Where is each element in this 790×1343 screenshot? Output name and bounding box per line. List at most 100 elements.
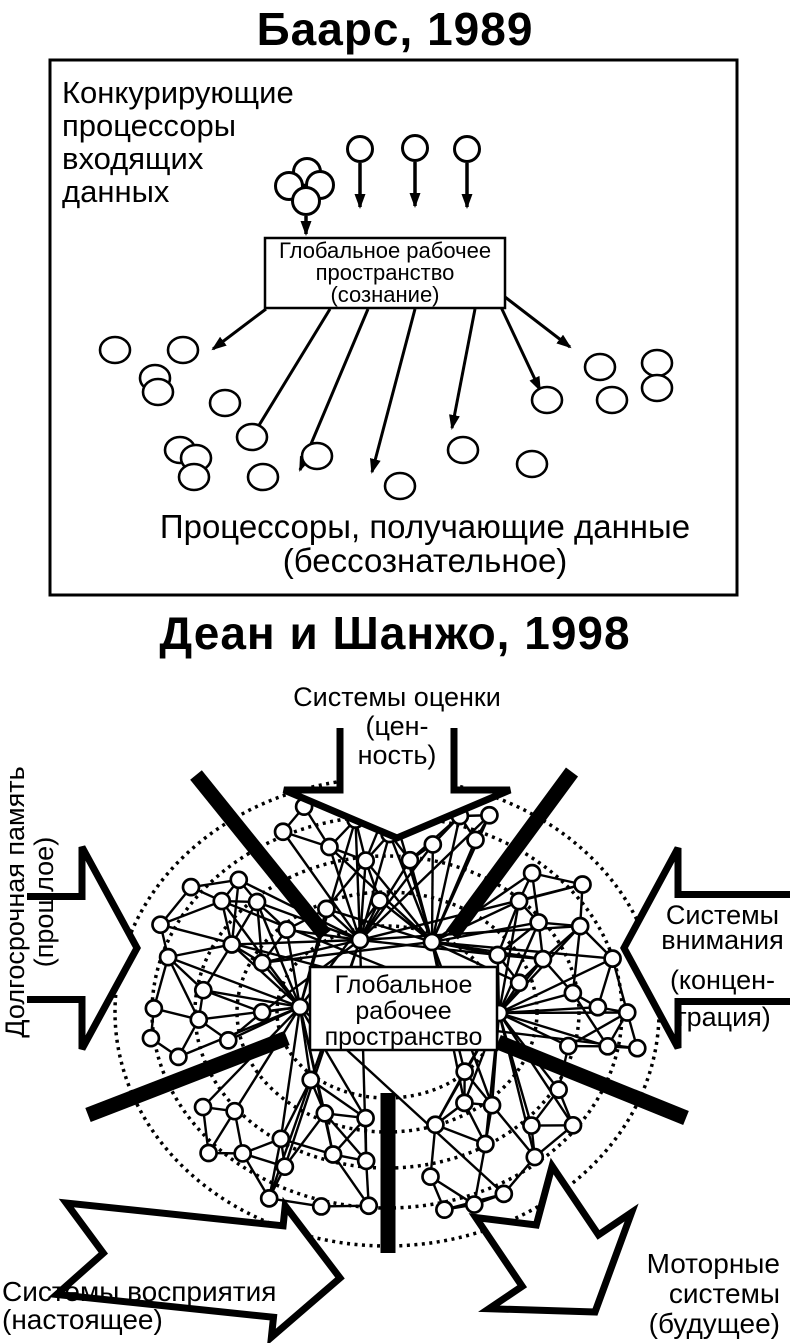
network-node [627,1038,647,1058]
network-node [563,983,583,1003]
network-node [522,863,542,883]
network-node [356,1108,375,1128]
network-edge [491,1104,536,1158]
network-edge [431,940,520,984]
network-node [252,953,272,973]
global-workspace-box-label: Глобальное рабочее пространство [324,971,483,1051]
network-edge [167,943,233,959]
network-node [549,1080,568,1099]
network-edge [282,831,361,941]
network-node [158,947,178,967]
network-edge [279,1079,312,1140]
network-edge [571,992,609,1047]
network-edge [388,833,434,943]
network-node [218,1031,238,1050]
network-edge [430,844,435,943]
network-edge [430,815,462,943]
network-edge [497,1012,575,1126]
network-edge [431,921,539,944]
broadcast-arrow [504,295,572,349]
network-node [529,913,548,932]
network-node [522,1116,541,1135]
network-edge [434,1071,466,1126]
network-node [558,1036,578,1056]
network-node [603,949,622,968]
network-node [275,1157,295,1177]
network-node [563,1115,583,1135]
global-workspace-box [308,965,499,1052]
separator-bar [445,767,579,940]
network-node [320,837,339,857]
input-processor-node [453,135,481,163]
perception-systems-label: Системы восприятия (настоящее) [2,1276,277,1335]
network-node [588,997,608,1017]
receiving-processor-node [246,462,280,492]
network-node [193,980,213,1000]
network-edge [496,954,501,1014]
broadcast-arrow [498,304,542,392]
network-node [323,1145,343,1164]
network-edge [255,901,264,963]
network-edge [166,956,200,1021]
network-edge [571,926,582,994]
network-edge [202,989,263,1014]
workspace-consciousness-box [263,236,507,310]
network-edge [160,899,223,926]
network-edge [202,1006,301,1108]
network-node [356,1151,376,1171]
network-edge [198,1005,301,1021]
long-term-memory-label: Долгосрочная память (прошлое) [0,766,59,1038]
network-edge [227,1005,301,1042]
network-node [525,1147,545,1167]
network-edge [497,900,521,1014]
separator-bar [85,1031,290,1122]
broadcast-arrow [449,308,477,430]
network-node [277,920,297,939]
evaluation-arrow [282,728,512,842]
broadcast-arrow [369,308,417,474]
network-node [151,915,170,935]
network-node [464,1195,484,1214]
network-edge [203,988,301,1009]
network-node [141,1028,161,1048]
network-node [480,805,499,825]
dehaene-diagram [27,728,790,1343]
separator-bar [495,1035,689,1125]
receiving-processor-node [98,335,132,365]
network-edge [233,1006,302,1112]
network-edge [167,956,301,1009]
network-edge [325,859,367,910]
input-processor-node [401,134,429,162]
network-node [455,1093,474,1113]
separator-bar [190,770,331,940]
perception-arrow [48,1196,345,1343]
receiving-processor-node [300,441,334,471]
receiving-processor-node [640,373,674,403]
network-node [273,822,293,842]
network-edge [408,859,434,943]
baars-frame [48,58,739,597]
network-edge [261,938,361,964]
network-node [181,877,201,897]
network-node [573,875,592,894]
network-edge [326,907,433,944]
network-edge [498,1012,560,1091]
network-node [617,1003,637,1022]
motor-systems-label: Моторные системы (будущее) [646,1248,780,1339]
network-node [199,1143,218,1163]
network-edge [328,846,362,941]
network-edge [262,940,433,965]
network-node [466,830,485,850]
network-node [189,1010,209,1029]
network-node [311,1197,331,1216]
network-edge [473,1143,487,1205]
network-node [570,916,590,936]
receiving-processor-node [177,462,211,492]
network-node [247,892,267,912]
network-node [356,851,376,870]
receiving-processor-node [640,348,674,378]
receiving-processor-node [141,377,175,407]
receiving-processors-label: Процессоры, получающие данные (бессознат… [159,508,691,579]
baars-title: Баарс, 1989 [256,3,534,55]
